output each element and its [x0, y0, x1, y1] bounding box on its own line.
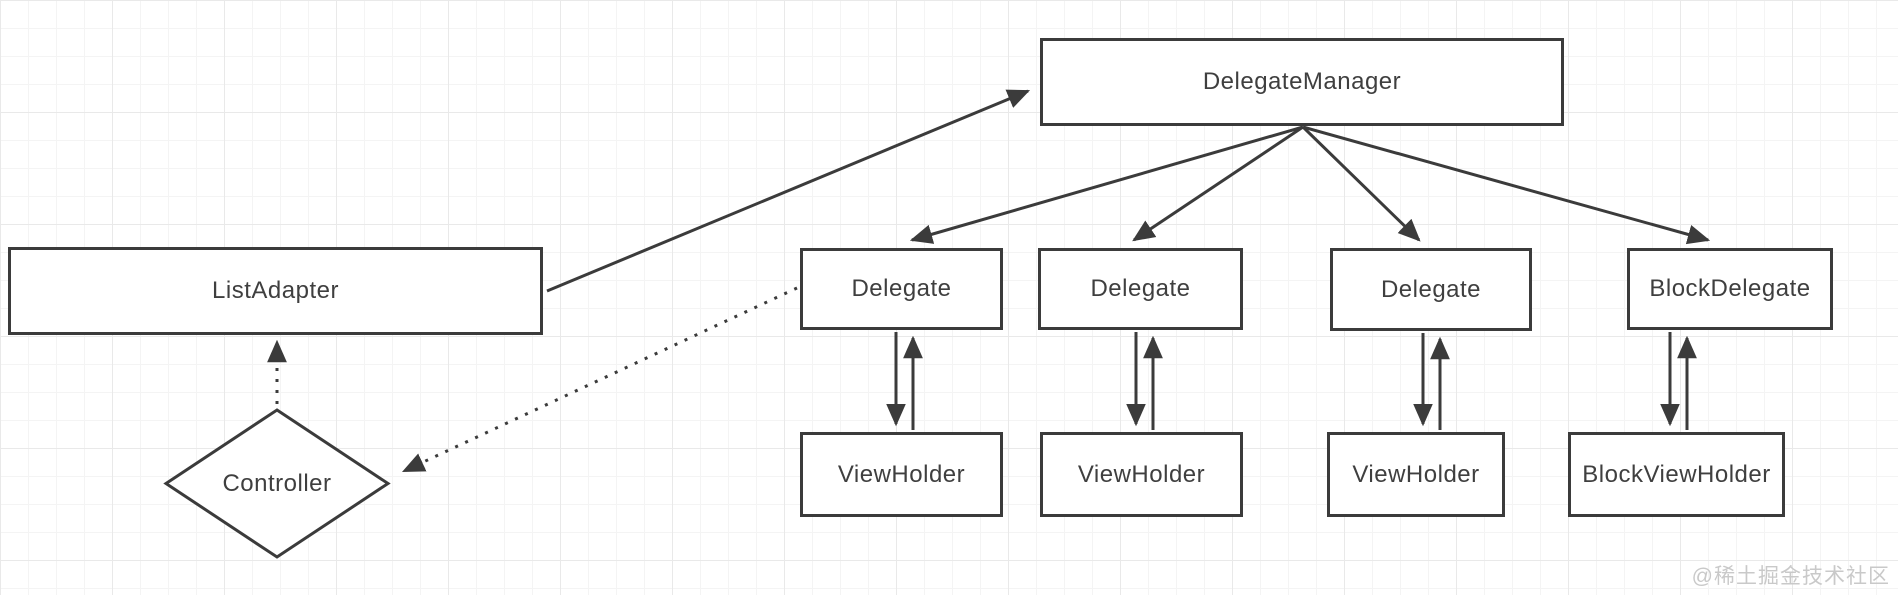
node-view-holder-1: ViewHolder [800, 432, 1003, 517]
edge-listadapter-to-delegatemanager [546, 89, 1031, 293]
node-controller: Controller [166, 410, 388, 557]
node-view-holder-3: ViewHolder [1327, 432, 1505, 517]
edge-delegatemanager-to-delegate1 [909, 125, 1304, 244]
node-block-delegate-label: BlockDelegate [1649, 275, 1811, 302]
node-list-adapter-label: ListAdapter [212, 277, 339, 304]
edge-delegatemanager-to-delegate3 [1301, 125, 1421, 242]
node-block-view-holder: BlockViewHolder [1568, 432, 1785, 517]
node-controller-label: Controller [222, 469, 332, 497]
node-view-holder-2: ViewHolder [1040, 432, 1243, 517]
node-list-adapter: ListAdapter [8, 247, 543, 335]
node-view-holder-3-label: ViewHolder [1352, 460, 1480, 488]
node-view-holder-1-label: ViewHolder [837, 460, 966, 488]
node-delegate-manager-label: DelegateManager [1202, 68, 1402, 95]
node-delegate-1: Delegate [800, 248, 1003, 330]
node-delegate-1-label: Delegate [851, 275, 952, 302]
edge-delegatemanager-to-blockdelegate [1302, 125, 1711, 245]
node-view-holder-2-label: ViewHolder [1077, 460, 1206, 488]
controller-diamond-shape [163, 408, 391, 559]
node-delegate-3: Delegate [1330, 248, 1532, 331]
node-delegate-2-label: Delegate [1090, 275, 1191, 302]
node-delegate-3-label: Delegate [1380, 275, 1482, 303]
node-block-delegate: BlockDelegate [1627, 248, 1833, 330]
node-delegate-2: Delegate [1038, 248, 1243, 330]
edge-delegatemanager-to-delegate2 [1132, 125, 1304, 242]
node-delegate-manager: DelegateManager [1040, 38, 1564, 126]
node-block-view-holder-label: BlockViewHolder [1582, 460, 1771, 488]
watermark-text: @稀土掘金技术社区 [1691, 565, 1890, 588]
